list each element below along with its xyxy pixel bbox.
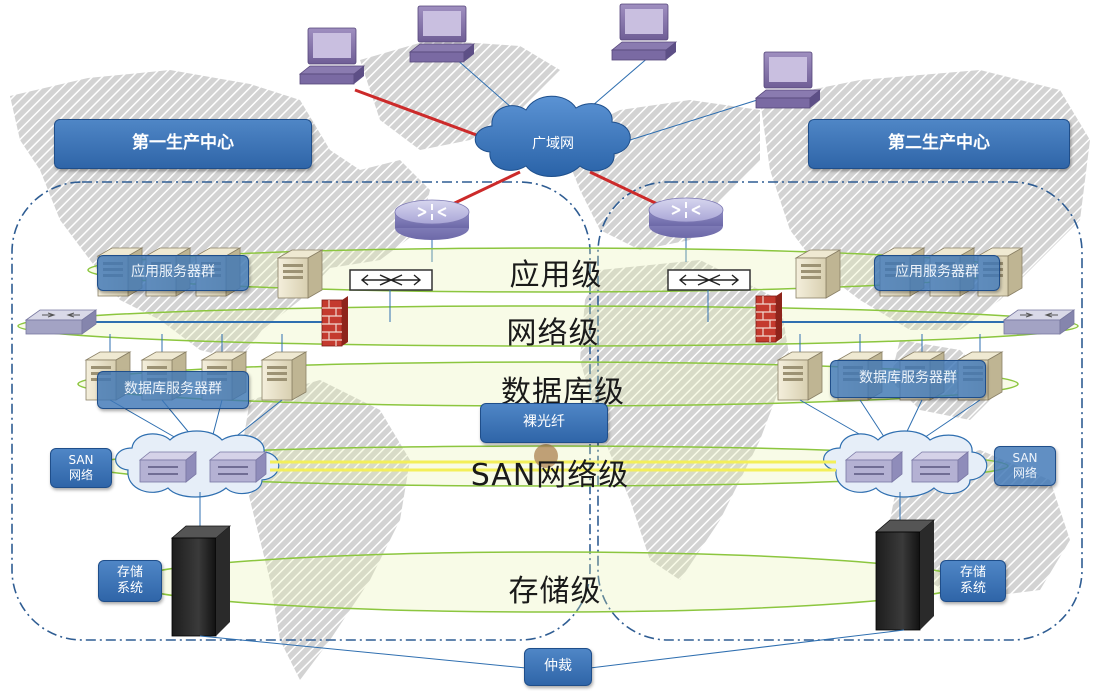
client-pc-icon	[409, 5, 475, 63]
map-africa	[580, 260, 790, 580]
tier-label-network: 网络级	[506, 316, 600, 351]
db-server-icon	[261, 351, 307, 401]
load-balancer-right-icon	[667, 269, 751, 291]
tier-label-san: SAN网络级	[470, 458, 630, 493]
site-one-title: 第一生产中心	[54, 119, 312, 169]
storage-label-line1: 存储	[116, 564, 143, 580]
app-server-icon	[795, 249, 841, 299]
load-balancer-left-icon	[349, 269, 433, 291]
router-right-icon	[648, 197, 724, 239]
storage-array-left-icon	[171, 525, 231, 637]
tier-label-storage: 存储级	[508, 574, 602, 609]
client-pc-icon	[755, 51, 821, 109]
db-server-group-right: 数据库服务器群	[830, 360, 986, 398]
storage-system-label-right: 存储 系统	[940, 560, 1006, 602]
san-switch-icon	[845, 451, 903, 483]
storage-label-line2: 系统	[116, 581, 143, 596]
storage-system-label-left: 存储 系统	[98, 560, 162, 602]
dark-fiber-label: 裸光纤	[480, 403, 608, 443]
san-label-line1: SAN	[1012, 451, 1038, 465]
db-server-group-left: 数据库服务器群	[97, 371, 249, 409]
san-switch-icon	[911, 451, 969, 483]
storage-array-right-icon	[875, 519, 935, 631]
arbiter-label: 仲裁	[524, 648, 592, 686]
san-label-line1: SAN	[68, 453, 94, 467]
san-network-label-right: SAN 网络	[994, 446, 1056, 486]
site-two-title: 第二生产中心	[808, 119, 1070, 169]
firewall-right-icon	[755, 291, 783, 343]
storage-label-line2: 系统	[959, 581, 986, 596]
client-pc-icon	[299, 27, 365, 85]
fiber-links	[270, 444, 836, 472]
app-server-icon	[277, 249, 323, 299]
storage-label-line1: 存储	[959, 564, 986, 580]
wan-cloud-label: 广域网	[532, 136, 574, 152]
app-server-group-right: 应用服务器群	[874, 255, 1000, 291]
wan-cloud	[474, 95, 631, 177]
firewall-left-icon	[321, 295, 349, 347]
san-label-line2: 网络	[68, 468, 93, 482]
san-label-line2: 网络	[1012, 466, 1037, 480]
core-switch-left-icon	[25, 309, 97, 335]
san-network-label-left: SAN 网络	[50, 448, 112, 488]
tier-label-app: 应用级	[509, 258, 603, 293]
app-server-group-left: 应用服务器群	[97, 255, 249, 291]
core-switch-right-icon	[1003, 309, 1075, 335]
db-server-icon	[777, 351, 823, 401]
san-switch-icon	[209, 451, 267, 483]
map-south-america	[240, 380, 410, 680]
map-greenland	[360, 40, 560, 150]
client-pc-icon	[611, 3, 677, 61]
router-left-icon	[394, 199, 470, 241]
san-switch-icon	[139, 451, 197, 483]
